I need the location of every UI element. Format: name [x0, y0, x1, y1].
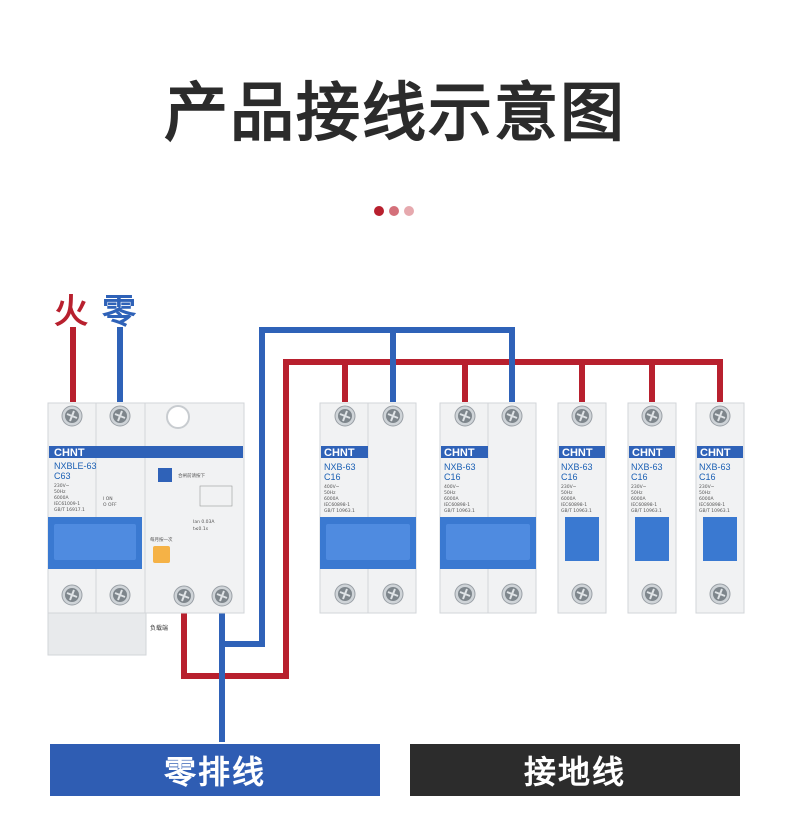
b3-brand: CHNT — [562, 447, 593, 459]
main-breaker-rating: C63 — [54, 471, 71, 481]
neutral-label: 零 — [102, 292, 136, 332]
ground-bar-label: 接地线 — [410, 744, 740, 796]
b3-model: NXB-63 — [561, 462, 593, 472]
branch-breaker-5: CHNT NXB-63 C16 230V~ 50Hz 6000A IEC6089… — [695, 402, 745, 614]
b1-std-2: GB/T 10963.1 — [324, 508, 355, 514]
neutral-wires — [117, 327, 515, 742]
b5-spec-3: 6000A — [699, 496, 714, 502]
branch-breaker-4: CHNT NXB-63 C16 230V~ 50Hz 6000A IEC6089… — [627, 402, 677, 614]
b2-rating: C16 — [444, 472, 461, 482]
main-breaker-model: NXBLE-63 — [54, 461, 97, 471]
b5-spec-1: 230V~ — [699, 484, 715, 490]
b1-spec-2: 50Hz — [324, 490, 336, 496]
b2-spec-1: 400V~ — [444, 484, 460, 490]
main-rcd-1: Ian 0.03A — [193, 519, 215, 525]
main-off: O OFF — [103, 502, 117, 508]
b5-model: NXB-63 — [699, 462, 731, 472]
b3-spec-2: 50Hz — [561, 490, 573, 496]
b5-rating: C16 — [699, 472, 716, 482]
branch-breaker-3: CHNT NXB-63 C16 230V~ 50Hz 6000A IEC6089… — [557, 402, 607, 614]
test-button[interactable] — [153, 546, 170, 563]
b4-std-1: IEC60898-1 — [631, 502, 657, 508]
page-title: 产品接线示意图 — [164, 77, 626, 151]
b4-spec-1: 230V~ — [631, 484, 647, 490]
branch-breaker-1: CHNT NXB-63 C16 400V~ 50Hz 6000A IEC6089… — [319, 402, 417, 614]
neutral-bar-label: 零排线 — [50, 744, 380, 796]
live-wires — [70, 327, 723, 679]
b5-brand: CHNT — [700, 447, 731, 459]
b1-spec-3: 6000A — [324, 496, 339, 502]
b1-model: NXB-63 — [324, 462, 356, 472]
b4-rating: C16 — [631, 472, 648, 482]
b1-std-1: IEC60898-1 — [324, 502, 350, 508]
dot-3 — [404, 206, 414, 216]
b2-brand: CHNT — [444, 447, 475, 459]
b4-model: NXB-63 — [631, 462, 663, 472]
b2-std-1: IEC60898-1 — [444, 502, 470, 508]
main-breaker-brand: CHNT — [54, 447, 85, 459]
branch-breaker-2: CHNT NXB-63 C16 400V~ 50Hz 6000A IEC6089… — [439, 402, 537, 614]
main-spec-5: GB/T 16917.1 — [54, 507, 85, 513]
b1-spec-1: 400V~ — [324, 484, 340, 490]
b1-rating: C16 — [324, 472, 341, 482]
b4-spec-2: 50Hz — [631, 490, 643, 496]
main-on: I ON — [103, 496, 113, 502]
b2-model: NXB-63 — [444, 462, 476, 472]
dot-2 — [389, 206, 399, 216]
b4-spec-3: 6000A — [631, 496, 646, 502]
main-spec-3: 6000A — [54, 495, 69, 501]
main-monthly: 每月按一次 — [150, 536, 173, 543]
main-notice: 合闸前请按下 — [178, 472, 205, 479]
b3-spec-1: 230V~ — [561, 484, 577, 490]
main-spec-4: IEC61009-1 — [54, 501, 80, 507]
b4-brand: CHNT — [632, 447, 663, 459]
b5-std-1: IEC60898-1 — [699, 502, 725, 508]
main-spec-1: 230V~ — [54, 483, 70, 489]
b1-brand: CHNT — [324, 447, 355, 459]
b2-spec-2: 50Hz — [444, 490, 456, 496]
b2-std-2: GB/T 10963.1 — [444, 508, 475, 514]
main-rcd-2: t≤0.1s — [193, 526, 209, 532]
main-spec-2: 50Hz — [54, 489, 66, 495]
dot-1 — [374, 206, 384, 216]
b5-spec-2: 50Hz — [699, 490, 711, 496]
load-side-label: 负载端 — [150, 624, 168, 632]
b4-std-2: GB/T 10963.1 — [631, 508, 662, 514]
b3-spec-3: 6000A — [561, 496, 576, 502]
decorative-dots — [374, 206, 418, 218]
b3-std-1: IEC60898-1 — [561, 502, 587, 508]
b3-std-2: GB/T 10963.1 — [561, 508, 592, 514]
b3-rating: C16 — [561, 472, 578, 482]
b5-std-2: GB/T 10963.1 — [699, 508, 730, 514]
live-label: 火 — [54, 292, 88, 332]
main-rcd-breaker: CHNT NXBLE-63 C63 230V~ 50Hz 6000A IEC61… — [47, 402, 245, 656]
b2-spec-3: 6000A — [444, 496, 459, 502]
